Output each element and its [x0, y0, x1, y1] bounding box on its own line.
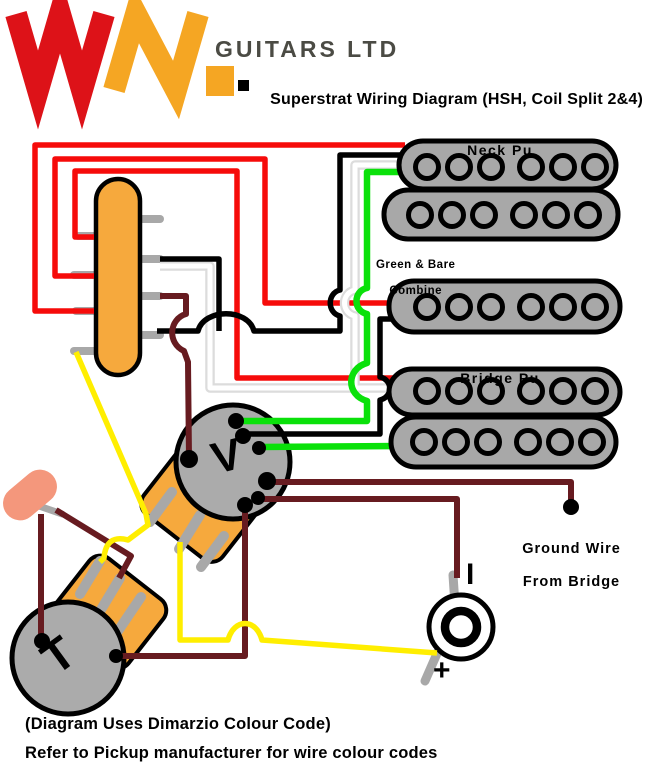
green-bare-combine-label: Green & Bare Combine [355, 246, 469, 298]
logo-period [238, 80, 249, 91]
volume-joint-green-bridge [252, 441, 266, 455]
footer-line2: Refer to Pickup manufacturer for wire co… [25, 744, 438, 762]
bridge-pickup [386, 366, 623, 470]
tone-pot [9, 553, 169, 717]
green-bare-line1: Green & Bare [375, 259, 456, 271]
volume-joint-bridge-ground [258, 472, 276, 490]
ground-wire-line2: From Bridge [522, 573, 621, 590]
wires [32, 142, 574, 659]
tone-lug-1 [75, 556, 105, 599]
neck-pickup-label: Neck Pu [467, 142, 533, 158]
wire-ground-from-bridge [267, 479, 574, 503]
solder-joints [34, 413, 579, 663]
volume-joint-black-middle [235, 428, 251, 444]
page-title: Superstrat Wiring Diagram (HSH, Coil Spl… [270, 91, 643, 108]
neck-pickup [381, 138, 621, 242]
ground-wire-label: Ground Wire From Bridge [494, 524, 639, 590]
volume-joint-tone-ground [237, 497, 253, 513]
green-bare-line2: Combine [389, 285, 443, 297]
brand-name: GUITARS LTD [215, 36, 400, 62]
volume-lug-1 [145, 487, 177, 527]
neck-coil-bottom [381, 187, 621, 242]
volume-joint-green-neck [228, 413, 244, 429]
tone-capacitor [3, 469, 66, 521]
selector-switch [70, 176, 164, 378]
footer-line1: (Diagram Uses Dimarzio Colour Code) [25, 715, 331, 733]
jack-tip-marker: + [433, 654, 451, 687]
switch-body [93, 176, 143, 378]
wire-volume-to-jack-yellow [177, 542, 438, 656]
jack-sleeve-marker: I [466, 558, 475, 591]
wire-bridge-red [72, 168, 400, 381]
switch-lug-right-3 [136, 292, 164, 300]
bridge-ground-terminal [563, 499, 579, 515]
ground-wire-line1: Ground Wire [522, 540, 621, 557]
wire-neck-red [32, 142, 405, 314]
wire-neck-black [157, 152, 405, 334]
wire-switch-to-tone-yellow [73, 350, 151, 564]
bridge-pickup-label: Bridge Pu [460, 370, 540, 386]
capacitor-body [3, 469, 57, 521]
switch-lug-right-2 [136, 255, 164, 263]
pickups [381, 138, 623, 470]
wire-bridge-white [160, 263, 400, 391]
wire-bridge-green [258, 442, 401, 451]
volume-lug-3 [196, 531, 229, 572]
logo-n-mark [103, 0, 249, 120]
volume-joint-switch-maroon [180, 450, 198, 468]
wire-middle-red [52, 156, 400, 306]
volume-joint-jack-sleeve [251, 491, 265, 505]
wire-volume-to-tone-ground [117, 506, 248, 659]
wire-neck-green [237, 168, 405, 425]
wire-capacitor-to-tone-lug [54, 507, 134, 580]
wire-neck-white [342, 162, 405, 388]
jack-inner-ring [440, 606, 482, 648]
tone-lug-3 [113, 592, 146, 636]
wire-volume-to-jack-sleeve [258, 496, 460, 578]
tone-joint-ground [109, 649, 123, 663]
tone-lug-2 [94, 573, 125, 618]
tone-joint-capacitor [34, 633, 50, 649]
wire-switch-maroon [160, 293, 192, 459]
switch-lug-right-1 [136, 215, 164, 223]
logo-w-mark [5, 0, 115, 130]
wire-switch-black-link [160, 256, 222, 331]
middle-pickup [386, 278, 623, 335]
